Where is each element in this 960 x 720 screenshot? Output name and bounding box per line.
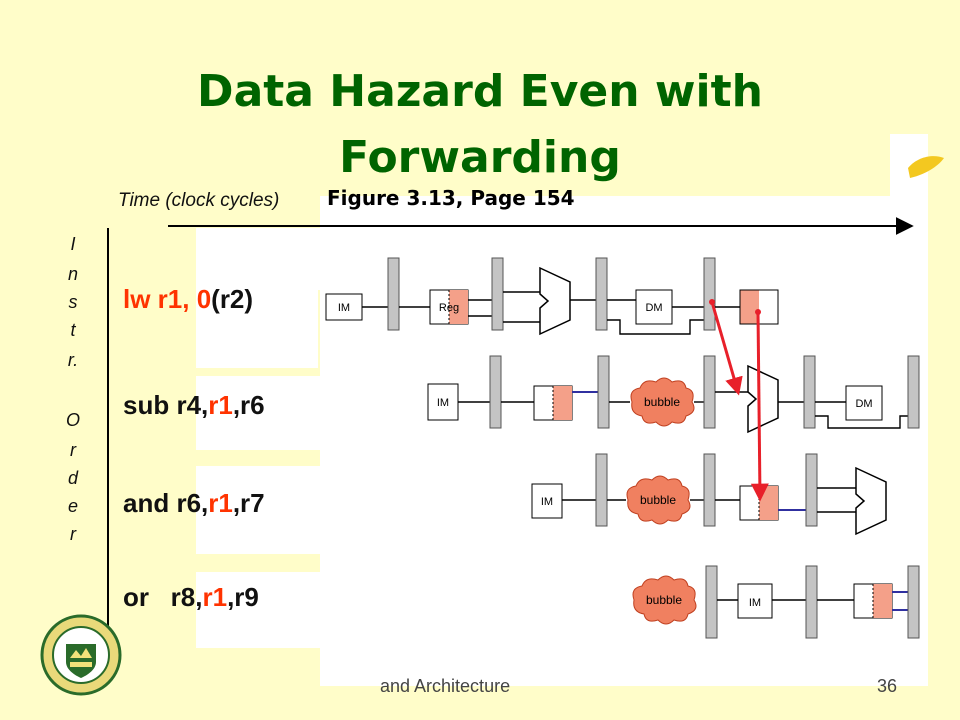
pipeline-latch xyxy=(595,453,608,527)
register-operand-highlight: r1 xyxy=(208,488,233,518)
register-operand-highlight: r1 xyxy=(202,582,228,612)
register-read-half xyxy=(759,486,778,520)
instruction-memory-box xyxy=(737,583,773,619)
instruction-memory-box xyxy=(427,383,459,421)
order-letter: r xyxy=(70,524,76,544)
instruction-part: and r6, xyxy=(123,488,209,518)
order-letter: I xyxy=(70,234,76,254)
instr-panel-sub xyxy=(196,376,332,450)
instruction-memory-box xyxy=(325,293,363,321)
order-letter: d xyxy=(67,468,78,488)
bubble-label: bubble xyxy=(646,593,682,607)
bubble-label: bubble xyxy=(644,395,680,409)
figure-reference: Figure 3.13, Page 154 xyxy=(327,186,575,210)
order-letter: e xyxy=(67,496,78,516)
order-letter: r. xyxy=(67,350,79,370)
im-label: IM xyxy=(749,597,761,609)
dm-label: DM xyxy=(855,398,872,410)
register-read-half xyxy=(553,386,572,420)
bubble-shape xyxy=(632,575,697,625)
instruction-order-axis xyxy=(107,228,109,678)
instruction-text: lw r1, 0(r2) xyxy=(123,284,253,315)
instruction-part: (r2) xyxy=(211,284,254,314)
figure-panel-main xyxy=(320,196,928,686)
bubble-label: bubble xyxy=(640,493,676,507)
pipeline-latch xyxy=(805,453,818,527)
instruction-part: ,r7 xyxy=(232,488,265,518)
im-label: IM xyxy=(541,496,553,508)
pipeline-latch xyxy=(387,257,400,331)
datapath-wire xyxy=(815,415,908,429)
bubble-shape xyxy=(626,475,691,525)
forward-source-dot xyxy=(709,299,715,305)
bubble-shape xyxy=(630,377,695,427)
pipeline-latch xyxy=(703,257,716,331)
alu-shape xyxy=(747,364,779,434)
pipeline-latch xyxy=(805,565,818,639)
order-letter: O xyxy=(65,410,80,430)
order-letter: r xyxy=(70,440,76,460)
page-title-line1: Data Hazard Even with xyxy=(197,66,763,117)
register-read-half xyxy=(873,584,892,618)
decorative-stroke-icon xyxy=(908,156,944,178)
alu-shape xyxy=(855,466,887,536)
pipeline-latch xyxy=(597,355,610,429)
instr-panel-or xyxy=(196,572,328,648)
alu-shape xyxy=(539,266,571,336)
instruction-text: and r6,r1,r7 xyxy=(123,488,265,519)
page-title-line2: Forwarding xyxy=(339,132,621,183)
slide-footer: and Architecture xyxy=(380,676,511,696)
pipeline-latch xyxy=(907,565,920,639)
forwarding-arrows xyxy=(709,299,769,502)
instruction-part: ,r6 xyxy=(232,390,265,420)
reg-label: Reg xyxy=(439,302,459,314)
order-letter: s xyxy=(68,292,78,312)
data-memory-box xyxy=(845,385,883,421)
im-label: IM xyxy=(338,302,350,314)
pipeline-latch xyxy=(491,257,504,331)
instruction-part: or r8, xyxy=(123,582,203,612)
instr-panel-and xyxy=(196,466,334,554)
register-operand-highlight: lw r1, 0 xyxy=(123,284,212,314)
register-unused-half xyxy=(759,290,778,324)
page-number: 36 xyxy=(877,676,898,696)
forward-arrow-to-and xyxy=(750,311,769,502)
instruction-text: or r8,r1,r9 xyxy=(123,582,259,613)
pipeline-latch xyxy=(703,453,716,527)
order-letter: t xyxy=(70,320,76,340)
instruction-part: ,r9 xyxy=(227,582,259,612)
dm-label: DM xyxy=(645,302,662,314)
datapath-wire xyxy=(607,319,704,335)
pipeline-latch xyxy=(907,355,920,429)
order-letter: n xyxy=(67,264,78,284)
register-operand-highlight: r1 xyxy=(208,390,233,420)
time-axis-label: Time (clock cycles) xyxy=(118,190,280,211)
pipeline-latch xyxy=(595,257,608,331)
instruction-text: sub r4,r1,r6 xyxy=(123,390,265,421)
im-label: IM xyxy=(437,397,449,409)
instr-panel-lw xyxy=(196,272,318,368)
pipeline-latch xyxy=(705,565,718,639)
pipeline-latch xyxy=(703,355,716,429)
forward-source-dot xyxy=(755,309,761,315)
pipeline-latch xyxy=(489,355,502,429)
instruction-memory-box xyxy=(531,483,563,519)
pipeline-latch xyxy=(803,355,816,429)
instruction-part: sub r4, xyxy=(123,390,209,420)
forward-arrow-to-sub xyxy=(710,301,743,396)
register-read-half xyxy=(449,290,468,324)
university-seal-logo xyxy=(40,614,122,696)
